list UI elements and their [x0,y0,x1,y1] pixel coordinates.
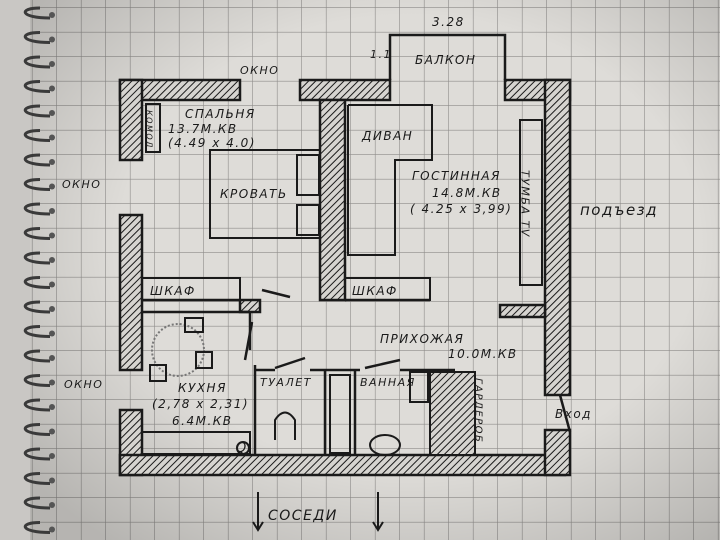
spiral-ring [24,129,51,142]
window-kitchen-label: ОКНО [64,378,103,391]
spiral-ring [24,80,51,93]
neighbors-label: СОСЕДИ [268,508,338,524]
bed-label: КРОВАТЬ [220,187,288,201]
balcony-label: БАЛКОН [415,53,476,67]
dresser-label: КОМОД [145,110,154,149]
neighbor-arrows [252,492,384,532]
window-top-label: ОКНО [240,64,279,77]
stairwell-label: подъезд [580,201,658,219]
bath-label: ВАННАЯ [360,376,416,389]
kitchen-name: КУХНЯ [178,381,227,395]
binding-hole [49,134,55,141]
binding-hole [49,453,55,459]
binding-hole [49,330,55,337]
spiral-ring [24,325,51,338]
balcony-depth-label: 1.1 [370,48,392,61]
binding-hole [49,110,55,116]
spiral-ring [24,202,51,216]
sofa-label: ДИВАН [361,129,413,143]
walls [118,33,572,477]
tv-stand-label: ТУМБА TV [519,170,532,238]
hall-area: 10.0М.КВ [448,347,518,361]
tv-stand [519,119,543,286]
spiral-ring [24,251,51,265]
stove-label: Q [236,441,248,456]
spiral-ring [24,496,51,510]
binding-hole [49,183,55,190]
spiral-ring [24,6,51,20]
spiral-ring [24,31,51,44]
spiral-ring [24,423,51,436]
kitchen-area: 6.4М.КВ [172,414,233,428]
furniture [141,103,543,456]
spiral-ring [24,153,51,167]
spiral-ring [24,276,51,289]
spiral-ring [24,398,51,412]
closet-label: ГАРДЕРОБ [473,378,484,443]
binding-hole [49,61,55,67]
binding-hole [49,12,55,18]
entrance-label: Вход [555,407,592,421]
binding-hole [49,355,55,361]
balcony-width-label: 3.28 [432,15,465,29]
sofa [347,104,433,256]
binding-hole [49,428,55,435]
living-name: ГОСТИННАЯ [412,169,501,183]
hall-name: ПРИХОЖАЯ [380,332,464,346]
labels: 3.28 1.1 БАЛКОН ОКНО СПАЛЬНЯ 13.7М.КВ (4… [62,15,658,524]
binding-hole [49,232,55,239]
closet [429,371,476,456]
binding-hole [49,85,55,92]
dresser [145,103,161,153]
spiral-ring [24,227,51,240]
binding-hole [49,36,55,43]
spiral-ring [24,447,51,461]
binding-hole [49,208,55,214]
living-size: ( 4.25 x 3,99) [410,202,512,216]
wardrobe-bedroom-label: ШКАФ [150,284,196,298]
spiral-ring [24,374,51,387]
binding-hole [49,404,55,410]
kitchen-table [151,323,205,377]
spiral-ring [24,472,51,485]
binding-hole [49,159,55,165]
spiral-binding [24,6,55,534]
spiral-ring [24,349,51,363]
bedroom-area: 13.7М.КВ [168,122,238,136]
window-left-label: ОКНО [62,178,101,191]
living-area: 14.8М.КВ [432,186,502,200]
bedroom-size: (4.49 x 4.0) [168,136,256,150]
binding-hole [49,379,55,386]
binding-hole [49,502,55,508]
kitchen-size: (2,78 x 2,31) [152,397,249,411]
binding-hole [49,281,55,288]
toilet-label: ТУАЛЕТ [260,376,312,389]
spiral-ring [24,55,51,69]
binding-hole [49,477,55,484]
spiral-ring [24,104,51,118]
binding-hole [49,306,55,312]
spiral-ring [24,178,51,191]
spiral-ring [24,300,51,314]
wardrobe-living-label: ШКАФ [352,284,398,298]
bedroom-name: СПАЛЬНЯ [185,107,256,121]
spiral-ring [24,521,51,534]
binding-hole [49,526,55,533]
binding-hole [49,257,55,263]
